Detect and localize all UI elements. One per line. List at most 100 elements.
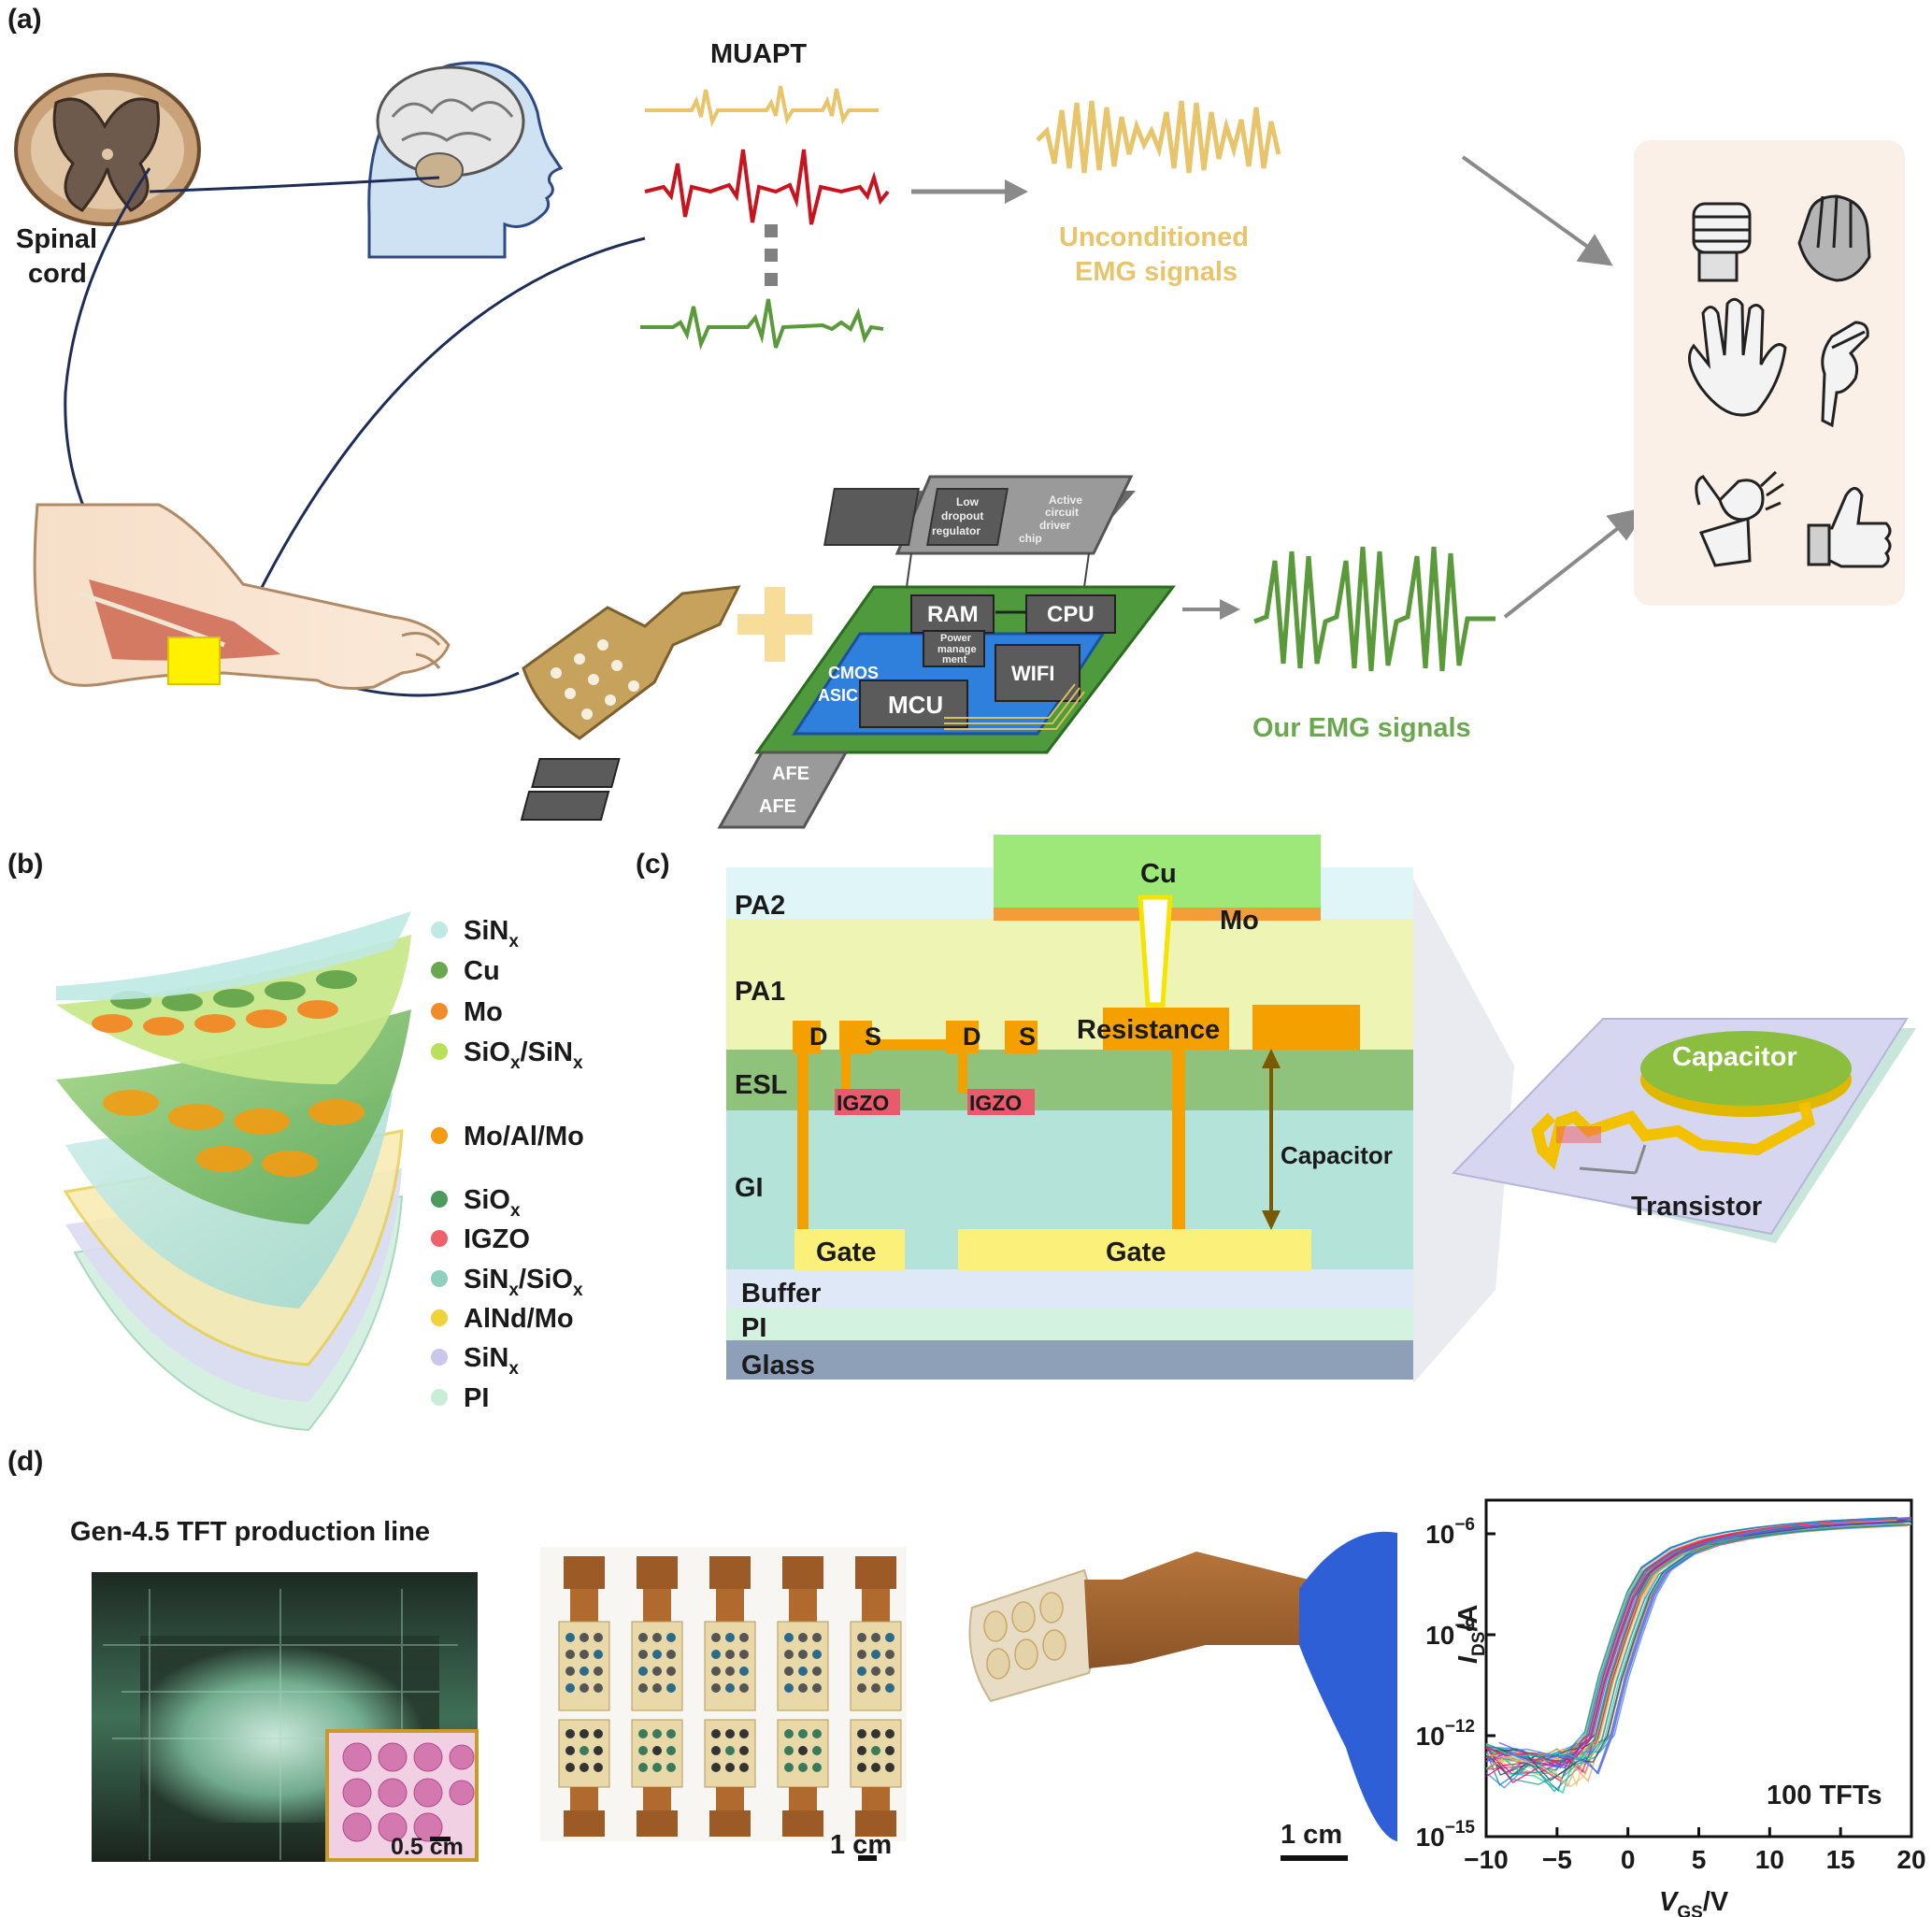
legend-label: Mo/Al/Mo	[464, 1122, 584, 1152]
chip-module: Low dropout regulator Active circuit dri…	[520, 475, 1177, 829]
legend-swatch	[431, 1191, 448, 1208]
x-tick-label: 15	[1826, 1845, 1855, 1874]
scale-hand-label: 1 cm	[1281, 1820, 1342, 1850]
transfer-curve	[1485, 1521, 1899, 1792]
chip-ldo-line3: regulator	[932, 524, 980, 537]
panel-b-label: (b)	[7, 849, 43, 880]
chip-power-line2: manage	[937, 644, 977, 655]
chip-asic: ASIC	[818, 686, 858, 705]
x-tick-label: 10	[1755, 1845, 1784, 1874]
cu-label: Cu	[1140, 859, 1177, 889]
chip-mcu: MCU	[888, 691, 943, 719]
legend-swatch	[431, 1309, 448, 1326]
pinch-gesture-icon	[1821, 321, 1869, 428]
legend-swatch	[431, 1349, 448, 1366]
devices-photo	[540, 1547, 907, 1841]
legend-swatch	[431, 1003, 448, 1020]
gate-2: Gate	[1106, 1237, 1166, 1267]
panel-a-label: (a)	[7, 4, 42, 35]
legend-label: SiOx	[464, 1185, 521, 1221]
legend-label: SiNx	[464, 916, 519, 951]
mo-label: Mo	[1220, 906, 1259, 936]
muapt-title: MUAPT	[710, 39, 807, 69]
gate-1: Gate	[816, 1237, 876, 1267]
x-tick-label: −10	[1464, 1845, 1509, 1874]
scale-bar-hand	[1281, 1855, 1348, 1861]
unconditioned-label-line1: Unconditioned	[1059, 222, 1249, 252]
our-emg-wave	[1253, 546, 1496, 672]
production-line-title: Gen-4.5 TFT production line	[70, 1517, 430, 1547]
layer-buffer: Buffer	[741, 1279, 821, 1309]
layer-pa2: PA2	[735, 891, 785, 921]
transfer-curve	[1485, 1516, 1897, 1786]
transistor-label: Transistor	[1631, 1192, 1762, 1222]
legend-label: PI	[464, 1383, 489, 1413]
capacitor-3d-label: Capacitor	[1672, 1042, 1797, 1072]
cross-section-diagram	[726, 835, 1413, 1380]
y-tick-label: 10−9	[1425, 1616, 1475, 1650]
flexible-device-photo	[968, 1531, 1397, 1841]
chip-power-line3: ment	[942, 654, 967, 665]
y-tick-label: 10−15	[1416, 1818, 1476, 1852]
muapt-wave-yellow	[645, 85, 879, 128]
legend-label: Cu	[464, 956, 500, 986]
pixel-3d-illustration	[1451, 1018, 1916, 1243]
drain-2: D	[963, 1023, 981, 1051]
legend-swatch	[431, 962, 448, 979]
legend-label: SiNx	[464, 1343, 519, 1379]
chip-active-line4: chip	[1019, 532, 1042, 545]
x-tick-label: 20	[1896, 1845, 1925, 1874]
layer-pi: PI	[741, 1313, 766, 1343]
device-strip	[558, 1556, 610, 1837]
chip-wifi: WIFI	[1011, 662, 1054, 685]
layer-pa1: PA1	[735, 977, 785, 1007]
muapt-wave-red	[644, 149, 890, 225]
open-palm-gesture-icon	[1688, 297, 1787, 417]
drain-1: D	[809, 1023, 828, 1051]
zoom-wedge	[1413, 879, 1514, 1383]
x-tick-label: 0	[1621, 1845, 1636, 1874]
chip-afe1: AFE	[772, 764, 809, 784]
device-strip	[850, 1556, 902, 1837]
legend-swatch	[431, 1043, 448, 1060]
ok-gesture-icon	[1695, 470, 1784, 567]
relaxed-hand-gesture-icon	[1797, 194, 1871, 282]
legend-swatch	[431, 1230, 448, 1247]
layer-stack-illustration	[56, 911, 411, 1432]
chip-power-line1: Power	[940, 633, 972, 644]
spinal-cord-label-line2: cord	[28, 259, 87, 289]
head-brain-illustration	[367, 61, 564, 259]
chip-active-line1: Active	[1049, 494, 1082, 507]
layer-gi: GI	[735, 1173, 764, 1203]
scale-devices-label: 1 cm	[830, 1830, 892, 1860]
layer-glass: Glass	[741, 1351, 815, 1381]
legend-swatch	[431, 1389, 448, 1406]
scale-inset-label: 0.5 cm	[391, 1834, 464, 1860]
electrode-patch	[522, 585, 741, 740]
plus-sign	[737, 587, 812, 662]
layer-esl: ESL	[735, 1070, 787, 1100]
legend-label: IGZO	[464, 1224, 530, 1254]
thumbs-up-gesture-icon	[1807, 487, 1892, 568]
chip-cpu: CPU	[1047, 602, 1095, 627]
transfer-curve	[1485, 1522, 1905, 1768]
y-tick-label: 10−12	[1416, 1717, 1475, 1751]
chip-ldo-line1: Low	[956, 495, 980, 508]
source-1: S	[865, 1023, 881, 1051]
chip-ram: RAM	[927, 602, 979, 627]
y-tick-label: 10−6	[1425, 1515, 1475, 1549]
chip-active-line3: driver	[1039, 519, 1071, 532]
legend-swatch	[431, 1127, 448, 1144]
spinal-cord-illustration	[14, 73, 201, 226]
legend-label: AlNd/Mo	[464, 1304, 574, 1334]
gesture-icons	[1688, 194, 1892, 568]
legend-label: SiNx/SiOx	[464, 1265, 583, 1300]
chip-ldo-line2: dropout	[941, 509, 983, 522]
device-strip	[777, 1556, 829, 1837]
fist-gesture-icon	[1692, 202, 1752, 282]
unconditioned-label-line2: EMG signals	[1075, 257, 1238, 287]
transfer-curve	[1488, 1524, 1912, 1765]
